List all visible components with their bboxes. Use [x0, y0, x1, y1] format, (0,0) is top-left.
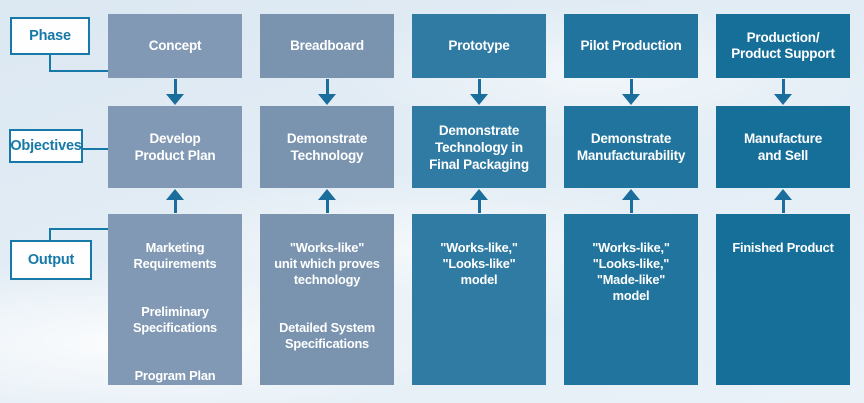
phase-box-text: Prototype: [448, 38, 510, 53]
phase-box-text: Production/ Product Support: [731, 30, 835, 61]
connector-line: [49, 55, 51, 72]
phase-box-text: Pilot Production: [580, 38, 682, 53]
connector-line: [49, 228, 108, 230]
phase-box: Breadboard: [260, 14, 394, 78]
output-box: Finished Product: [716, 214, 850, 385]
output-box: Marketing Requirements Preliminary Speci…: [108, 214, 242, 385]
phase-box: Pilot Production: [564, 14, 698, 78]
arrow-up-icon: [470, 189, 488, 214]
phase-box: Production/ Product Support: [716, 14, 850, 78]
arrow-up-icon: [774, 189, 792, 214]
output-box: "Works-like," "Looks-like" model: [412, 214, 546, 385]
row-label-output: Output: [10, 240, 92, 280]
output-box: "Works-like," "Looks-like," "Made-like" …: [564, 214, 698, 385]
connector-line: [49, 70, 108, 72]
arrow-up-icon: [166, 189, 184, 214]
connector-line: [49, 228, 51, 241]
row-label-phase: Phase: [10, 17, 90, 55]
phase-box: Prototype: [412, 14, 546, 78]
objective-box-text: Manufacture and Sell: [743, 131, 823, 163]
column-pilot-production: Pilot Production Demonstrate Manufactura…: [564, 0, 698, 403]
objective-box-text: Demonstrate Technology: [286, 131, 368, 163]
phase-box: Concept: [108, 14, 242, 78]
row-label-output-text: Output: [27, 252, 75, 268]
phase-box-text: Concept: [148, 38, 202, 53]
output-item: Program Plan: [134, 368, 216, 383]
arrow-up-icon: [318, 189, 336, 214]
row-label-objectives: Objectives: [9, 129, 83, 163]
row-label-phase-text: Phase: [29, 28, 71, 44]
objective-box: Demonstrate Technology in Final Packagin…: [412, 106, 546, 188]
objective-box: Develop Product Plan: [108, 106, 242, 188]
column-concept: Concept Develop Product Plan Marketing R…: [108, 0, 242, 403]
output-item: Preliminary Specifications: [133, 304, 217, 335]
objective-box-text: Demonstrate Manufacturability: [576, 131, 686, 163]
objective-box: Demonstrate Technology: [260, 106, 394, 188]
arrow-down-icon: [166, 79, 184, 106]
objective-box: Manufacture and Sell: [716, 106, 850, 188]
row-label-objectives-text: Objectives: [10, 138, 82, 154]
connector-line: [83, 148, 108, 150]
objective-box-text: Develop Product Plan: [134, 131, 216, 163]
output-item: "Works-like," "Looks-like" model: [440, 240, 518, 287]
phase-box-text: Breadboard: [290, 38, 364, 53]
objective-box: Demonstrate Manufacturability: [564, 106, 698, 188]
output-item: "Works-like," "Looks-like," "Made-like" …: [592, 240, 670, 303]
arrow-down-icon: [622, 79, 640, 106]
column-prototype: Prototype Demonstrate Technology in Fina…: [412, 0, 546, 403]
arrow-down-icon: [470, 79, 488, 106]
arrow-down-icon: [774, 79, 792, 106]
output-box: "Works-like" unit which proves technolog…: [260, 214, 394, 385]
output-item: Finished Product: [732, 240, 834, 255]
output-item: Detailed System Specifications: [279, 320, 375, 351]
arrow-up-icon: [622, 189, 640, 214]
output-item: Marketing Requirements: [133, 240, 217, 271]
arrow-down-icon: [318, 79, 336, 106]
objective-box-text: Demonstrate Technology in Final Packagin…: [429, 122, 529, 172]
column-production-product-support: Production/ Product Support Manufacture …: [716, 0, 850, 403]
column-breadboard: Breadboard Demonstrate Technology "Works…: [260, 0, 394, 403]
output-item: "Works-like" unit which proves technolog…: [274, 240, 380, 287]
